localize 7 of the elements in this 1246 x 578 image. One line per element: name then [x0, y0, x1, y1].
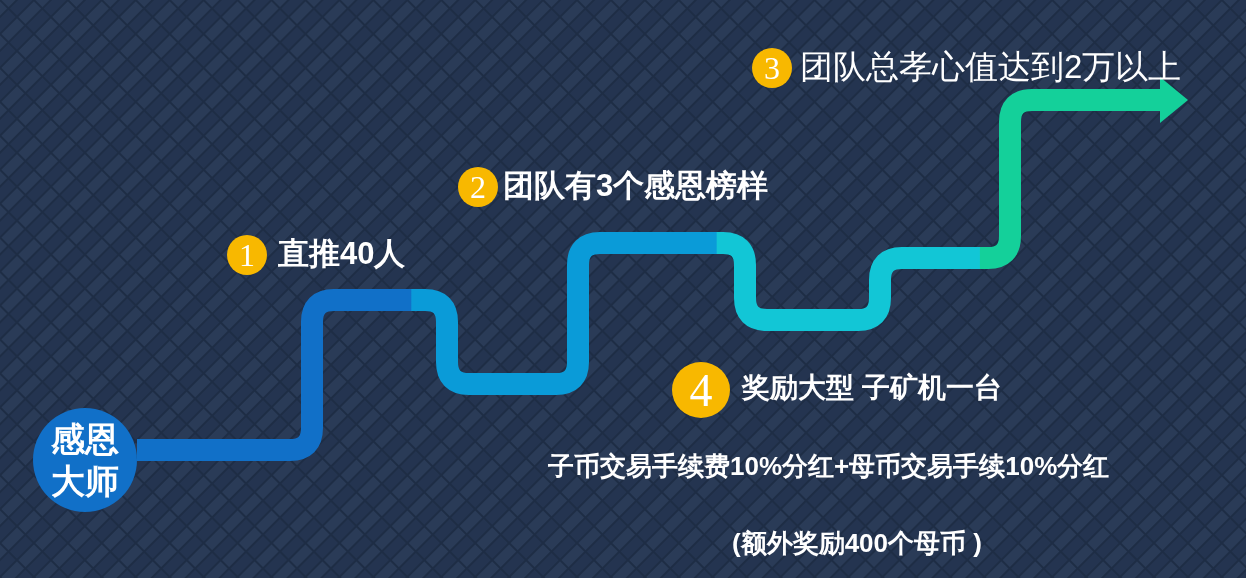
reward-note: 子币交易手续费10%分红+母币交易手续10%分红: [548, 453, 1110, 479]
path-arrow: [137, 77, 1188, 461]
step-text: 团队总孝心值达到2万以上: [800, 50, 1182, 83]
step-text: 团队有3个感恩榜样: [503, 170, 769, 201]
step-text: 直推40人: [278, 238, 406, 269]
step-text: 奖励大型 子矿机一台: [742, 374, 1002, 402]
reward-note: (额外奖励400个母币 ): [732, 530, 982, 556]
